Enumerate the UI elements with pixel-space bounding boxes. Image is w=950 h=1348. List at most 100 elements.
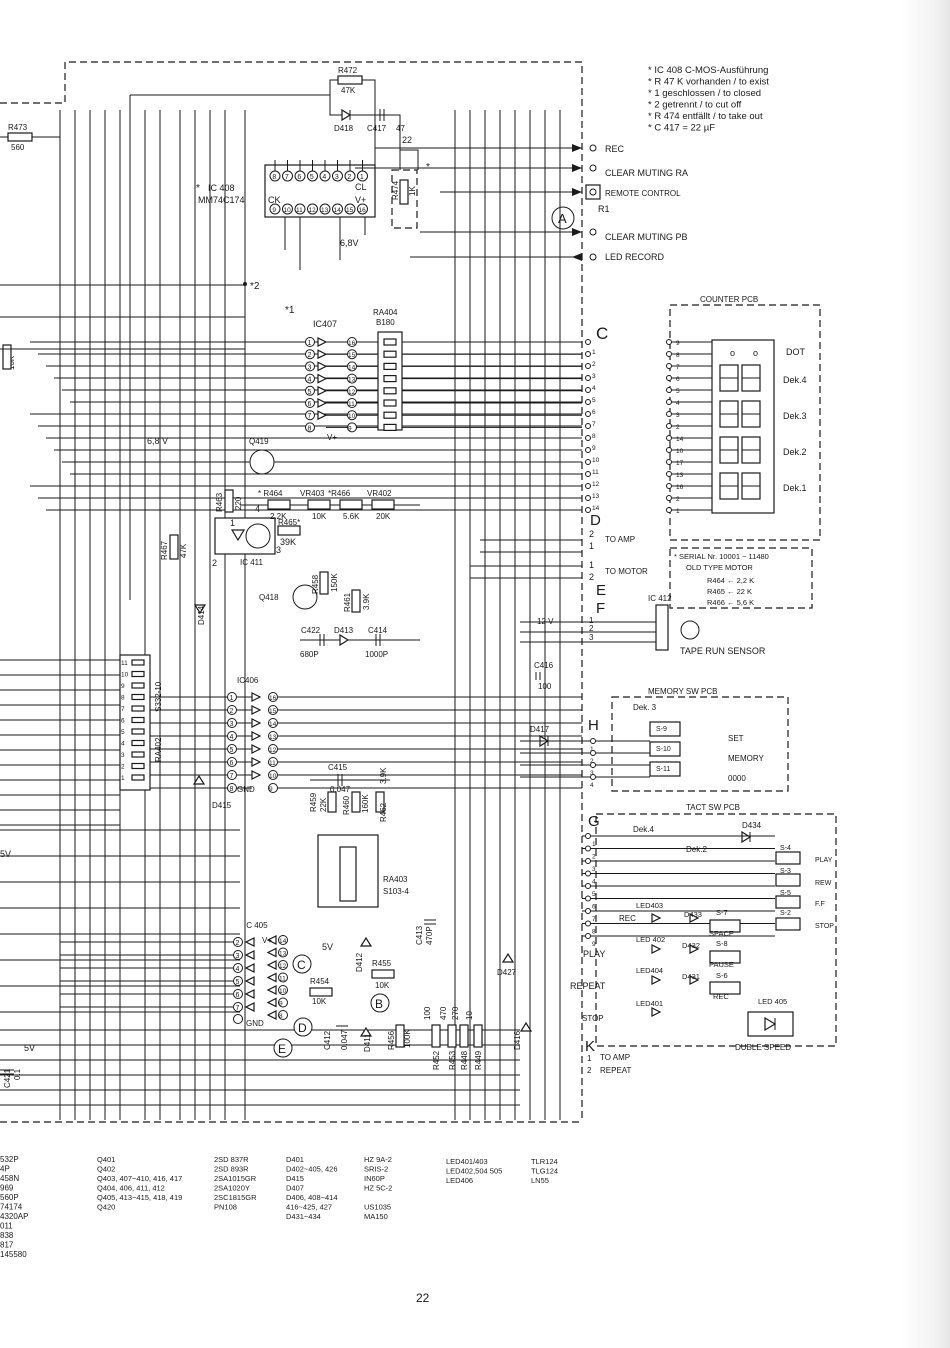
memory-switch xyxy=(649,761,681,777)
e-label: TO MOTOR xyxy=(605,567,648,576)
memory-sw-pcb: MEMORY SW PCB Dek. 3 D417 1234S-9SETS-10… xyxy=(520,687,789,792)
s5-label: S-5 xyxy=(780,890,791,897)
ic406-pin xyxy=(227,770,237,780)
ra402-pin-label: 5 xyxy=(121,729,125,736)
tact-switch xyxy=(775,895,801,909)
q-part-designator: Q403, 407~410, 416, 417 xyxy=(97,1174,182,1183)
counter-pin-label: 7 xyxy=(676,364,680,371)
k-pin2: 2 xyxy=(587,1066,592,1075)
ic407-pin xyxy=(347,337,357,347)
duble-label: DUBLE SPEED xyxy=(735,1043,791,1052)
counter-pin-label: 4 xyxy=(676,400,680,407)
q419-label: Q419 xyxy=(249,437,269,446)
d416-label: D416 xyxy=(513,1030,522,1050)
x2-label: *2 xyxy=(250,281,260,292)
buffer-symbol xyxy=(251,770,262,780)
buffer-symbol xyxy=(317,385,328,396)
counter-o2: o xyxy=(753,348,758,358)
ra402-element xyxy=(131,751,145,758)
counter-pin xyxy=(666,471,672,477)
serial-l1: * SERIAL Nr. 10001 ~ 11480 xyxy=(674,552,769,561)
d-part-designator: D402~405, 426 xyxy=(286,1165,338,1174)
ic405-pin-label: 4 xyxy=(236,966,240,973)
note-line: * 2 getrennt / to cut off xyxy=(648,100,742,111)
d414-label: D414 xyxy=(197,605,206,625)
counter-pin-label: 14 xyxy=(676,436,684,443)
diode-symbol xyxy=(689,975,700,985)
r458-label: R458 xyxy=(311,574,320,594)
tact-title: TACT SW PCB xyxy=(686,803,740,812)
ic408-pin-label: 9 xyxy=(272,207,276,214)
ic407-pin-label: 15 xyxy=(348,352,356,359)
led402-label: LED 402 xyxy=(636,935,665,944)
counter-pin-label: 17 xyxy=(676,460,684,467)
ra402-pin-label: 1 xyxy=(121,775,125,782)
ic408-star: * xyxy=(196,183,200,194)
buffer-symbol xyxy=(266,1010,277,1020)
k-label2: REPEAT xyxy=(600,1066,632,1075)
ra402-element xyxy=(131,705,145,712)
left-part-label: 4P xyxy=(0,1165,10,1174)
conn-clear-muting-ra: CLEAR MUTING RA xyxy=(605,168,688,178)
tact-dek2: Dek.2 xyxy=(686,845,707,854)
vr402-value: 20K xyxy=(376,512,391,521)
memory-switch-label: S-11 xyxy=(656,766,670,773)
connector-c-pin xyxy=(585,411,591,417)
ra402-element xyxy=(131,762,145,770)
counter-pin-label: 5 xyxy=(676,388,680,395)
buffer-symbol xyxy=(266,960,277,970)
board-outline xyxy=(0,61,583,1123)
r463-label: R463 xyxy=(215,492,224,512)
led-part-number: LN55 xyxy=(531,1176,549,1185)
ic406-pin-label: 1 xyxy=(230,695,234,702)
tact-pin xyxy=(585,845,591,852)
ic405-pin-label: 2 xyxy=(236,940,240,947)
lower-components: C415 0.047 R459 22K R460 160K R462 3.9K … xyxy=(0,763,533,1088)
ff-label: F.F xyxy=(815,901,825,908)
section-k: K xyxy=(585,1038,595,1055)
q-part-number: 2SA1020Y xyxy=(214,1184,250,1193)
left-part-label: 560P xyxy=(0,1193,19,1202)
d-part-designator: D415 xyxy=(286,1174,304,1183)
ic406-pin-label: 14 xyxy=(269,721,277,728)
ic406-pin xyxy=(268,705,278,715)
ic406-pin xyxy=(268,692,278,702)
r454-label: R454 xyxy=(310,977,330,986)
v5b-label: 5V xyxy=(24,1043,35,1053)
d-part-designator: D407 xyxy=(286,1184,304,1193)
page-number: 22 xyxy=(416,1291,430,1305)
r461-label: R461 xyxy=(343,592,352,612)
r460-label: R460 xyxy=(342,795,351,815)
led-symbol xyxy=(651,1007,662,1017)
c421-value: 0.1 xyxy=(13,1068,22,1080)
ic406-name: IC406 xyxy=(237,676,259,685)
counter-pcb: COUNTER PCB o o DOT Dek.4Dek.3Dek.2Dek.1… xyxy=(666,295,821,541)
s6-label: S-6 xyxy=(716,971,728,980)
buffer-symbol xyxy=(244,989,255,999)
connector-c-pin-label: 12 xyxy=(592,481,600,488)
k-pin1: 1 xyxy=(587,1054,592,1063)
counter-o1: o xyxy=(730,348,735,358)
ic407-pin xyxy=(347,385,357,396)
tact-pin xyxy=(585,833,591,839)
ic406-pin xyxy=(268,731,278,741)
memory-dek: Dek. 3 xyxy=(633,703,657,712)
tact-pin-label: 7 xyxy=(592,916,596,923)
vr403-value: 10K xyxy=(312,512,327,521)
ic407-pin-label: 9 xyxy=(348,425,352,432)
ic407-pin xyxy=(347,422,357,433)
counter-pin xyxy=(666,351,672,357)
memory-switch xyxy=(649,721,681,737)
connector-c-pin-label: 2 xyxy=(592,361,596,368)
ic407-pin-label: 5 xyxy=(308,389,312,396)
r455-label: R455 xyxy=(372,959,392,968)
ic408-cl: CL xyxy=(355,182,367,192)
left-part-label: 4320AP xyxy=(0,1212,28,1221)
ra402-pin-label: 11 xyxy=(121,660,128,667)
d-pin1: 1 xyxy=(589,541,594,551)
c421-label: C421 xyxy=(3,1068,12,1088)
connector-c-pin xyxy=(585,447,591,453)
memory-switch-label: S-9 xyxy=(656,726,667,733)
buffer-symbol xyxy=(266,997,277,1008)
parts-list: 532P4P458N969560P741744320AP011838817145… xyxy=(0,1155,558,1259)
